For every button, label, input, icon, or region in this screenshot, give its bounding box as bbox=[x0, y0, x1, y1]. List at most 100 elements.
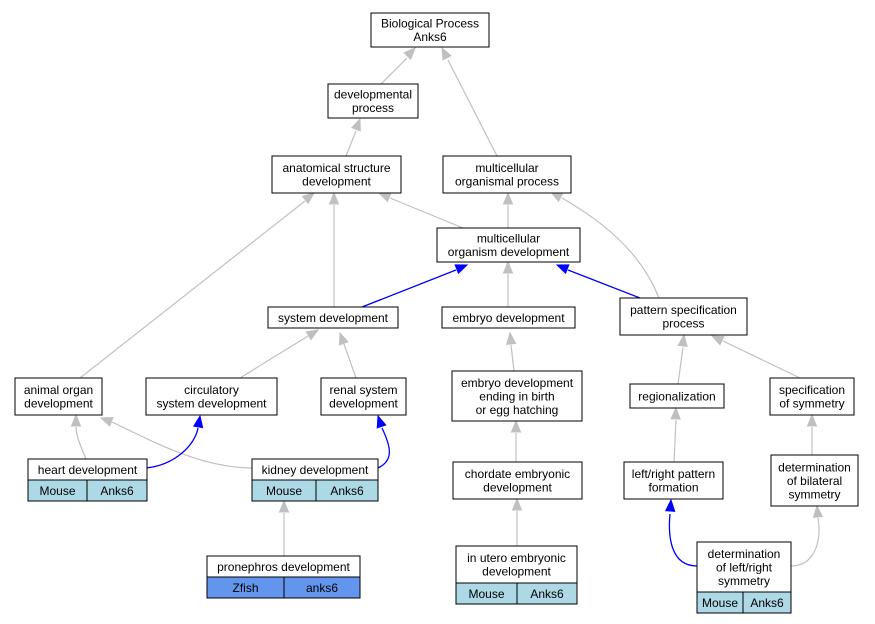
graph-edges bbox=[70, 46, 824, 567]
is-a-edge bbox=[338, 331, 357, 379]
term-box bbox=[619, 297, 748, 336]
edge-line bbox=[239, 335, 309, 379]
term-label: pattern specification bbox=[630, 303, 737, 317]
edge-line bbox=[561, 197, 660, 299]
arrowhead bbox=[441, 46, 452, 61]
term-label: Anks6 bbox=[413, 30, 447, 44]
is-a-edge bbox=[345, 117, 361, 157]
term-label: determination bbox=[778, 460, 851, 474]
term-label: specification bbox=[779, 383, 845, 397]
term-box bbox=[271, 155, 402, 194]
arrowhead bbox=[70, 413, 82, 427]
term-label: heart development bbox=[38, 463, 138, 477]
term-label: of symmetry bbox=[779, 397, 844, 411]
is-a-edge bbox=[502, 260, 514, 307]
edge-line bbox=[361, 269, 457, 308]
is-a-edge bbox=[328, 191, 340, 307]
term-label: symmetry bbox=[718, 574, 770, 588]
arrowhead bbox=[305, 329, 320, 341]
term-box bbox=[451, 370, 583, 422]
term-label: system development bbox=[156, 397, 267, 411]
term-box bbox=[455, 545, 578, 584]
arrowhead bbox=[192, 414, 204, 429]
term-box bbox=[370, 12, 490, 48]
arrowhead bbox=[670, 406, 681, 420]
term-label: multicellular bbox=[477, 232, 540, 246]
gene-cell bbox=[86, 479, 148, 502]
term-box bbox=[629, 383, 725, 409]
is-a-edge bbox=[278, 499, 290, 556]
arrowhead bbox=[710, 335, 725, 346]
is-a-edge bbox=[790, 504, 824, 567]
term-box bbox=[769, 377, 855, 416]
term-label: development bbox=[483, 481, 552, 495]
arrowhead bbox=[505, 331, 517, 345]
term-node-reg[interactable]: regionalization bbox=[629, 383, 725, 409]
gene-label: Anks6 bbox=[100, 484, 134, 498]
term-label: multicellular bbox=[475, 161, 538, 175]
term-label: organismal process bbox=[455, 175, 559, 189]
gene-label: Anks6 bbox=[750, 596, 784, 610]
term-box bbox=[696, 541, 792, 593]
edge-line bbox=[79, 200, 306, 379]
arrowhead bbox=[555, 264, 570, 275]
arrowhead bbox=[454, 264, 469, 275]
edge-line bbox=[389, 197, 464, 229]
is-a-edge bbox=[511, 497, 523, 546]
term-node-sd[interactable]: system development bbox=[267, 306, 399, 329]
term-label: development bbox=[24, 397, 93, 411]
arrowhead bbox=[806, 413, 818, 427]
term-label: organism development bbox=[448, 245, 570, 259]
edge-line bbox=[790, 517, 820, 567]
term-box bbox=[145, 377, 278, 416]
term-box bbox=[14, 377, 103, 416]
term-label: ending in birth bbox=[479, 389, 554, 403]
term-label: developmental bbox=[334, 88, 412, 102]
edge-line bbox=[377, 427, 391, 469]
edge-line bbox=[145, 427, 199, 469]
edge-line bbox=[567, 269, 641, 299]
arrowhead bbox=[301, 192, 316, 205]
gene-label: Anks6 bbox=[530, 587, 564, 601]
term-label: animal organ bbox=[24, 383, 93, 397]
term-node-ed[interactable]: embryo development bbox=[441, 306, 576, 329]
is-a-edge bbox=[502, 191, 514, 228]
term-label: pronephros development bbox=[217, 560, 350, 574]
edge-line bbox=[111, 421, 253, 469]
arrowhead bbox=[812, 504, 824, 518]
term-label: of left/right bbox=[716, 560, 773, 574]
edge-line bbox=[722, 340, 801, 379]
arrowhead bbox=[338, 331, 349, 346]
term-box bbox=[770, 454, 859, 507]
arrowhead bbox=[376, 414, 387, 429]
annotation-edge bbox=[145, 414, 204, 469]
arrowhead bbox=[351, 117, 361, 132]
term-box bbox=[623, 461, 724, 500]
term-label: in utero embryonic bbox=[467, 551, 566, 565]
term-label: anatomical structure bbox=[282, 161, 390, 175]
term-box bbox=[320, 377, 407, 416]
